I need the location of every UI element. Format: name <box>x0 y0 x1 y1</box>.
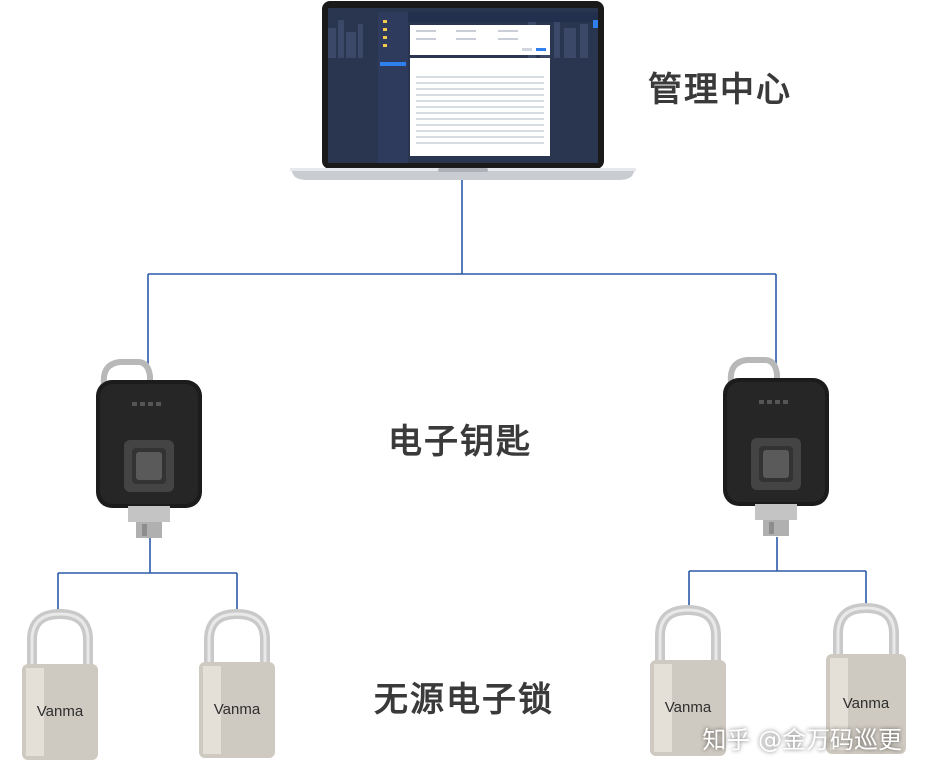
watermark-text: 知乎 @金万码巡更 <box>702 726 902 754</box>
electronic-key-left-image <box>96 359 202 538</box>
lock-brand-label: Vanma <box>665 699 712 716</box>
electronic-key-right-image <box>723 357 829 536</box>
lock-brand-label: Vanma <box>37 703 84 720</box>
lock-brand-label: Vanma <box>214 701 261 718</box>
electronic-key-label: 电子钥匙 <box>388 422 532 462</box>
padlock-3-image: Vanma <box>650 604 726 756</box>
lock-brand-label: Vanma <box>843 695 890 712</box>
laptop-image <box>290 1 636 180</box>
padlock-2-image: Vanma <box>199 608 275 758</box>
padlock-1-image: Vanma <box>22 608 98 760</box>
padlock-4-image: Vanma <box>826 602 906 754</box>
management-center-label: 管理中心 <box>648 70 792 110</box>
passive-lock-label: 无源电子锁 <box>374 680 554 720</box>
